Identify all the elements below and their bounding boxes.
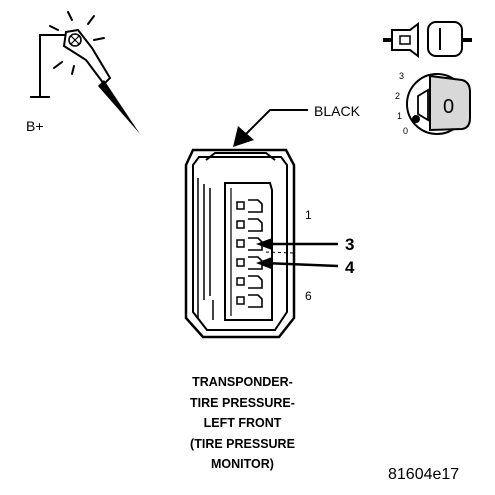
figure-id: 81604e17	[388, 466, 460, 483]
caption-line: (TIRE PRESSURE	[190, 436, 295, 451]
caption-line: TIRE PRESSURE-	[190, 395, 295, 410]
connector-pin	[236, 275, 263, 289]
connector-pin-group	[236, 199, 263, 308]
connector-pin	[236, 199, 263, 213]
ignition-scale-1: 1	[397, 111, 402, 121]
ignition-scale-0: 0	[403, 126, 408, 136]
connector-body	[184, 148, 296, 339]
caption-line: TRANSPONDER-	[192, 375, 293, 389]
connector-pin	[236, 218, 263, 232]
pin-callout-arrows	[256, 238, 339, 269]
caption-line: MONITOR)	[211, 457, 274, 471]
test-light-probe-icon	[30, 11, 140, 134]
pin-callout-3: 3	[345, 235, 354, 254]
ignition-scale-3: 3	[399, 71, 404, 81]
caption-line: LEFT FRONT	[203, 416, 282, 430]
probe-b-plus-label: B+	[26, 118, 44, 134]
connector-caption: TRANSPONDER- TIRE PRESSURE- LEFT FRONT (…	[150, 372, 335, 475]
connector-pin	[236, 294, 263, 308]
pin-label-first: 1	[305, 208, 312, 222]
ignition-scale-2: 2	[395, 91, 400, 101]
ignition-key-position-label: 0	[443, 96, 454, 118]
ignition-key-off-icon: 3 2 1 0 0	[395, 71, 471, 136]
pin-callout-4: 4	[345, 258, 355, 277]
disconnected-connector-icon	[383, 21, 472, 58]
connector-color-label: BLACK	[314, 103, 361, 119]
pin-label-last: 6	[305, 289, 312, 303]
